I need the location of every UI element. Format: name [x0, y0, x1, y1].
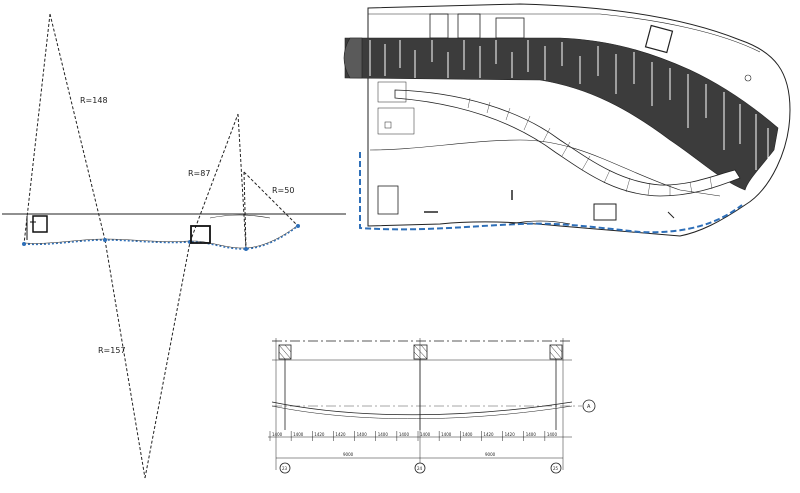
- dimension-label: 1400: [399, 432, 410, 437]
- tangent-point-1: [22, 242, 26, 246]
- plan-room-7: [377, 185, 399, 215]
- tangent-point-4: [244, 247, 248, 251]
- plan-facade-edge: [359, 152, 743, 234]
- column-23: [278, 344, 292, 430]
- plan-room-8: [593, 203, 617, 221]
- dimension-label: 1400: [293, 432, 304, 437]
- plan-room-6: [377, 81, 407, 103]
- radius-line-r148-b: [49, 13, 106, 241]
- label-r148: R=148: [80, 96, 108, 105]
- radius-line-r50-a: [243, 171, 247, 250]
- radius-line-r148-a: [23, 13, 51, 245]
- floor-plan: [343, 3, 791, 237]
- axis-25-bubble: [550, 462, 562, 474]
- section-deck-curve-2: [271, 405, 573, 419]
- plan-column-circle: [744, 74, 752, 82]
- arc-small: [209, 214, 271, 219]
- dimension-label: 1400: [441, 432, 452, 437]
- axis-24-bubble: [414, 462, 426, 474]
- axis-a-label: A: [587, 404, 591, 410]
- plan-room-1: [429, 13, 449, 39]
- plan-mark-3: [667, 211, 675, 219]
- plan-ramp-hatching: [467, 97, 713, 196]
- plan-interior-line: [369, 139, 721, 197]
- axis-24-label: 24: [417, 466, 423, 471]
- dimension-label: 1400: [378, 432, 389, 437]
- tangent-point-2: [103, 238, 107, 242]
- label-r87: R=87: [188, 169, 210, 178]
- room-box-left: [32, 215, 48, 233]
- section-deck-curve: [271, 401, 573, 416]
- geometry-construction: R=148 R=87 R=50 R=157: [2, 13, 346, 479]
- dimension-label: 1400: [547, 432, 558, 437]
- axis-23-label: 23: [282, 466, 288, 471]
- room-box-right: [190, 225, 211, 244]
- grandstand-end: [343, 37, 363, 79]
- radius-line-r157-a: [104, 239, 146, 479]
- label-r157: R=157: [98, 346, 126, 355]
- dimension-label: 1400: [272, 432, 283, 437]
- plan-room-4: [644, 24, 674, 54]
- axis-23-bubble: [279, 462, 291, 474]
- dimension-label: 1420: [314, 432, 325, 437]
- dimension-label: 1400: [420, 432, 431, 437]
- plan-room-9: [384, 121, 392, 129]
- radius-line-r87-a: [189, 113, 239, 243]
- radius-line-r87-b: [237, 113, 247, 250]
- tangent-point-markers: [22, 224, 300, 251]
- span-right-label: 9000: [485, 452, 496, 457]
- dimension-label: 1400: [462, 432, 473, 437]
- plan-ramp: [394, 89, 741, 197]
- dimension-label: 1420: [505, 432, 516, 437]
- column-24: [413, 344, 428, 430]
- dimension-labels: 1400 1400 1420 1420 1400 1400 1400 1400 1400 1400…: [269, 431, 558, 441]
- grandstand-seat-pattern: [369, 40, 769, 170]
- plan-room-2: [457, 13, 481, 39]
- plan-room-5: [377, 107, 415, 135]
- dimension-label: 1400: [357, 432, 368, 437]
- curved-facade-edge: [23, 225, 299, 250]
- curved-facade-edge-shadow: [23, 224, 299, 249]
- plan-top-edge: [368, 13, 761, 53]
- tangent-point-5: [296, 224, 300, 228]
- plan-room-3: [495, 17, 525, 39]
- radius-line-r157-b: [144, 241, 191, 479]
- dimension-label: 1400: [526, 432, 537, 437]
- span-left-label: 9000: [343, 452, 354, 457]
- dimension-label: 1420: [335, 432, 346, 437]
- label-r50: R=50: [272, 186, 294, 195]
- plan-bottom-hatch: [509, 220, 571, 225]
- axis-a-bubble: [582, 399, 596, 413]
- axis-25-label: 25: [553, 466, 559, 471]
- dimension-label: 1420: [483, 432, 494, 437]
- radius-line-r50-b: [243, 171, 299, 227]
- column-25: [549, 344, 563, 430]
